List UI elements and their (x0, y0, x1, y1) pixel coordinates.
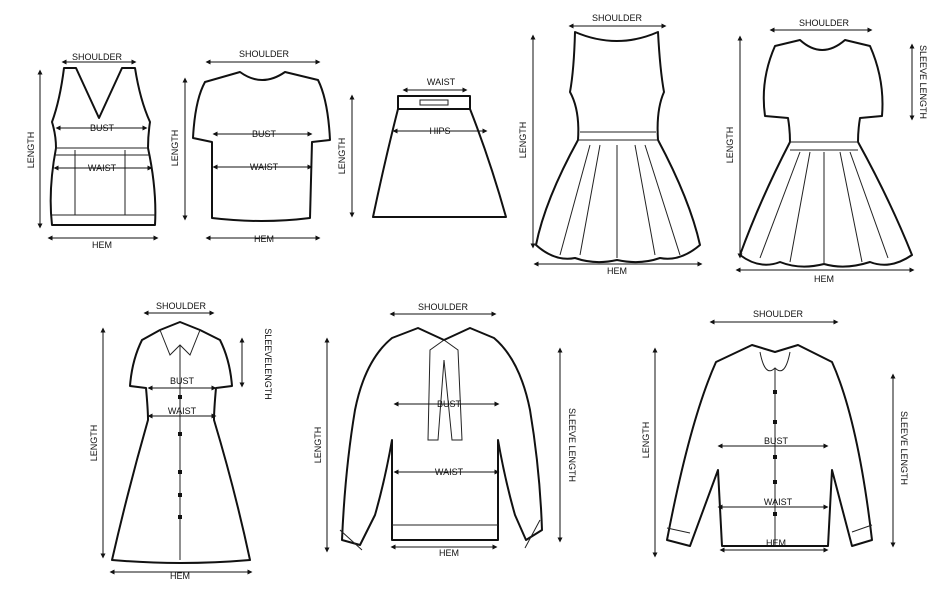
label-bust: BUST (170, 376, 195, 386)
t-shirt-outline (192, 71, 331, 222)
label-shoulder: SHOULDER (592, 13, 643, 23)
label-waist: WAIST (764, 497, 793, 507)
label-bust: BUST (90, 123, 115, 133)
label-waist: WAIST (168, 406, 197, 416)
label-bust: BUST (437, 399, 462, 409)
label-hem: HEM (170, 571, 190, 581)
label-hem: HEM (254, 234, 274, 244)
label-length: LENGTH (170, 130, 180, 167)
label-shoulder: SHOULDER (239, 49, 290, 59)
garment-sleeveless-dress: SHOULDER LENGTH HEM (518, 13, 703, 276)
label-length: LENGTH (89, 425, 99, 462)
label-waist: WAIST (427, 77, 456, 87)
label-hem: HEM (607, 266, 627, 276)
label-bust: BUST (252, 129, 277, 139)
label-length: LENGTH (337, 138, 347, 175)
garment-bow-blouse: SHOULDER BUST WAIST SLEEVE LENGTH LENGTH… (313, 302, 577, 558)
label-waist: WAIST (250, 162, 279, 172)
short-sleeve-dress-outline (739, 39, 913, 268)
label-sleeve-length: SLEEVE LENGTH (918, 45, 928, 119)
label-hem: HEM (814, 274, 834, 284)
garment-tank-top: SHOULDER BUST WAIST LENGTH HEM (26, 52, 159, 250)
label-sleeve-length: SLEEVE LENGTH (567, 408, 577, 482)
garment-shirt-dress: SHOULDER SLEEVELENGTH BUST WAIST LENGTH … (89, 301, 273, 581)
label-waist: WAIST (435, 467, 464, 477)
skirt-outline (372, 95, 507, 218)
label-shoulder: SHOULDER (72, 52, 123, 62)
label-hem: HEM (92, 240, 112, 250)
label-shoulder: SHOULDER (418, 302, 469, 312)
label-length: LENGTH (313, 427, 323, 464)
label-hem: HEM (439, 548, 459, 558)
label-shoulder: SHOULDER (156, 301, 207, 311)
label-shoulder: SHOULDER (799, 18, 850, 28)
garment-t-shirt: SHOULDER BUST WAIST LENGTH HEM (170, 49, 331, 244)
label-shoulder: SHOULDER (753, 309, 804, 319)
label-hips: HIPS (429, 126, 450, 136)
shirt-dress-outline (111, 321, 251, 564)
label-sleeve-length: SLEEVELENGTH (263, 328, 273, 400)
garment-short-sleeve-dress: SHOULDER SLEEVE LENGTH LENGTH HEM (725, 18, 928, 284)
label-length: LENGTH (641, 422, 651, 459)
label-length: LENGTH (518, 122, 528, 159)
tank-top-outline (49, 67, 157, 226)
garment-long-sleeve-shirt: SHOULDER BUST WAIST SLEEVE LENGTH LENGTH… (641, 309, 909, 558)
long-sleeve-shirt-outline (666, 344, 873, 547)
label-length: LENGTH (725, 127, 735, 164)
bow-blouse-outline (341, 327, 543, 546)
sleeveless-dress-outline (535, 31, 701, 264)
label-waist: WAIST (88, 163, 117, 173)
label-length: LENGTH (26, 132, 36, 169)
garment-skirt: WAIST HIPS LENGTH (337, 77, 507, 218)
label-sleeve-length: SLEEVE LENGTH (899, 411, 909, 485)
label-bust: BUST (764, 436, 789, 446)
label-hem: HEM (766, 538, 786, 548)
